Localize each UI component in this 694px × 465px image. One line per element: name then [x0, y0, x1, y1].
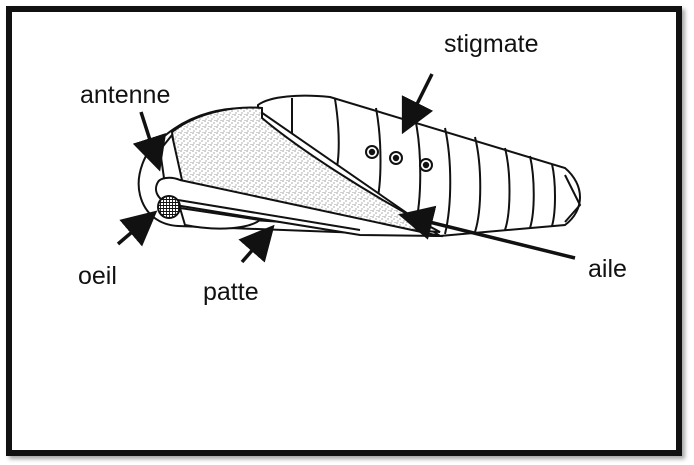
eye	[158, 196, 180, 218]
arrow-patte	[242, 230, 270, 262]
label-patte: patte	[203, 278, 259, 306]
label-stigmate: stigmate	[444, 30, 538, 58]
label-antenne: antenne	[80, 81, 170, 109]
label-oeil: oeil	[78, 262, 117, 290]
arrow-stigmate	[405, 74, 432, 128]
label-aile: aile	[588, 255, 627, 283]
arrow-oeil	[118, 215, 152, 244]
